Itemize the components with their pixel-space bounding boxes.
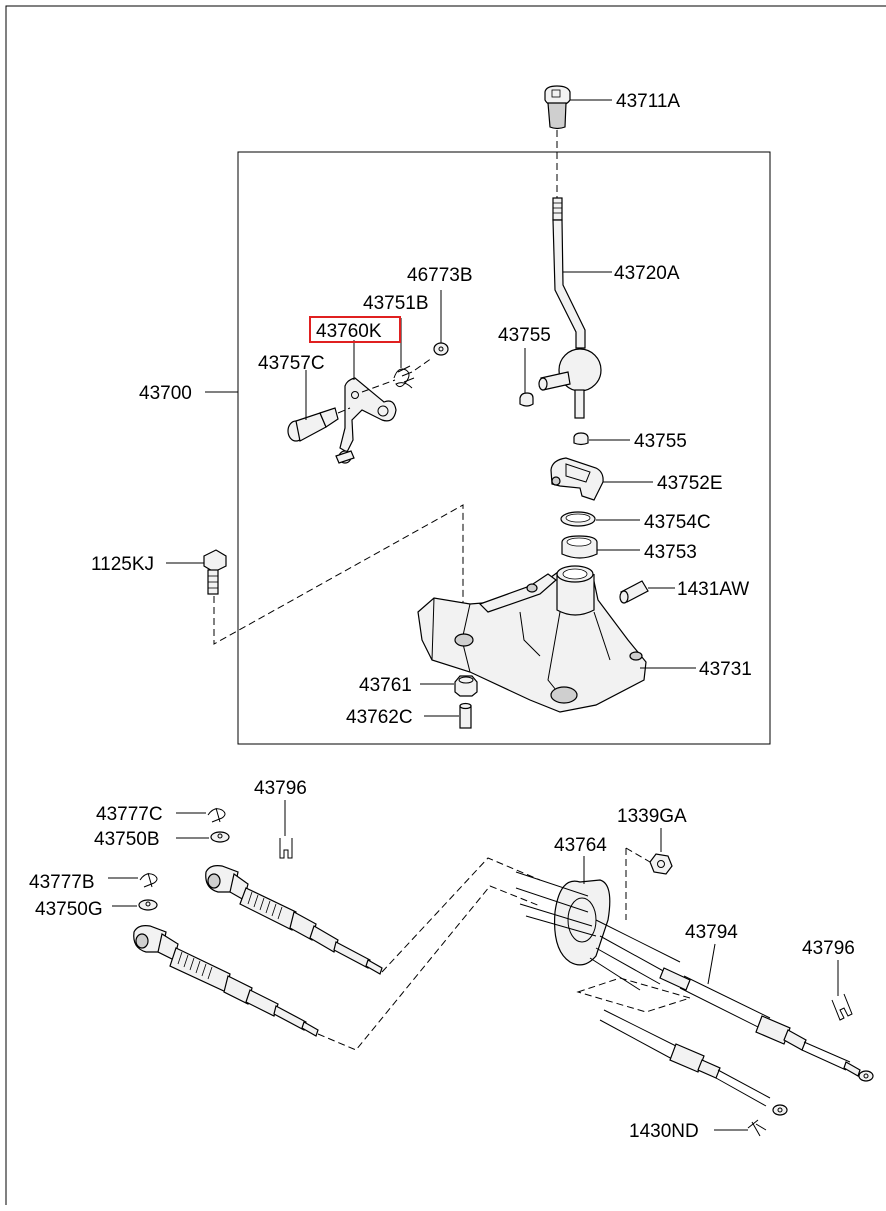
label-1125KJ: 1125KJ <box>91 554 154 575</box>
spring-seat-43752E <box>550 457 604 501</box>
label-1431AW: 1431AW <box>677 579 749 600</box>
label-43720A: 43720A <box>614 263 680 284</box>
outer-frame <box>5 5 886 1205</box>
clip-1430ND <box>747 1119 767 1137</box>
label-43762C: 43762C <box>346 707 413 728</box>
nut-43761 <box>454 675 478 697</box>
clip-43796-right <box>831 993 853 1021</box>
washer-43750G <box>138 899 158 911</box>
nut-1339GA <box>649 853 673 875</box>
label-43750B: 43750B <box>94 829 160 850</box>
pin-1431AW <box>619 580 649 604</box>
cable-43794 <box>679 975 874 1082</box>
label-1339GA: 1339GA <box>617 806 687 827</box>
pin-43757C <box>287 407 339 442</box>
label-43753: 43753 <box>644 542 697 563</box>
clip-43777B <box>139 872 158 888</box>
label-1430ND: 1430ND <box>629 1121 699 1142</box>
bushing-43753 <box>561 535 598 559</box>
label-46773B: 46773B <box>407 265 473 286</box>
cable-end-lower <box>133 925 319 1037</box>
lever-plate <box>335 377 397 464</box>
washer-43750B <box>210 831 230 843</box>
label-43764: 43764 <box>554 835 607 856</box>
label-43700: 43700 <box>139 383 192 404</box>
label-43761: 43761 <box>359 675 412 696</box>
label-43731: 43731 <box>699 659 752 680</box>
bracket-43764 <box>515 871 691 991</box>
label-43796-left: 43796 <box>254 778 307 799</box>
label-43794: 43794 <box>685 922 738 943</box>
assembly-box <box>237 151 771 745</box>
label-43777C: 43777C <box>96 804 163 825</box>
label-43757C: 43757C <box>258 353 325 374</box>
ring-43754C <box>560 511 596 527</box>
bushing-43755-lower <box>573 432 589 446</box>
clip-43777C <box>207 807 226 823</box>
pin-43762C <box>459 702 472 729</box>
shift-lever <box>538 197 602 419</box>
clip-43796-left <box>279 838 293 859</box>
highlight-box <box>309 316 401 343</box>
label-43777B: 43777B <box>29 872 95 893</box>
shift-knob <box>544 85 571 130</box>
bushing-43755-upper <box>519 392 534 407</box>
label-43750G: 43750G <box>35 899 103 920</box>
washer-46773B <box>433 290 449 356</box>
label-43751B: 43751B <box>363 293 429 314</box>
label-43755-lower: 43755 <box>634 431 687 452</box>
label-43711A: 43711A <box>616 91 680 112</box>
cable-end-upper <box>205 865 383 975</box>
label-43755-upper: 43755 <box>498 325 551 346</box>
label-43754C: 43754C <box>644 512 711 533</box>
spring-43751B <box>393 318 415 389</box>
label-43796-right: 43796 <box>802 938 855 959</box>
bolt-1125KJ <box>203 549 227 595</box>
label-43752E: 43752E <box>657 473 723 494</box>
cable-second <box>599 1009 788 1116</box>
housing-43731 <box>417 565 647 713</box>
label-43760K: 43760K <box>316 321 382 342</box>
